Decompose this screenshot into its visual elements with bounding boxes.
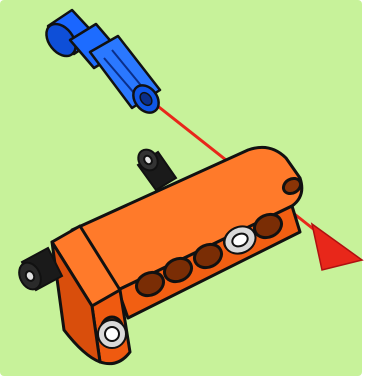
bushing-bottom (98, 320, 126, 348)
